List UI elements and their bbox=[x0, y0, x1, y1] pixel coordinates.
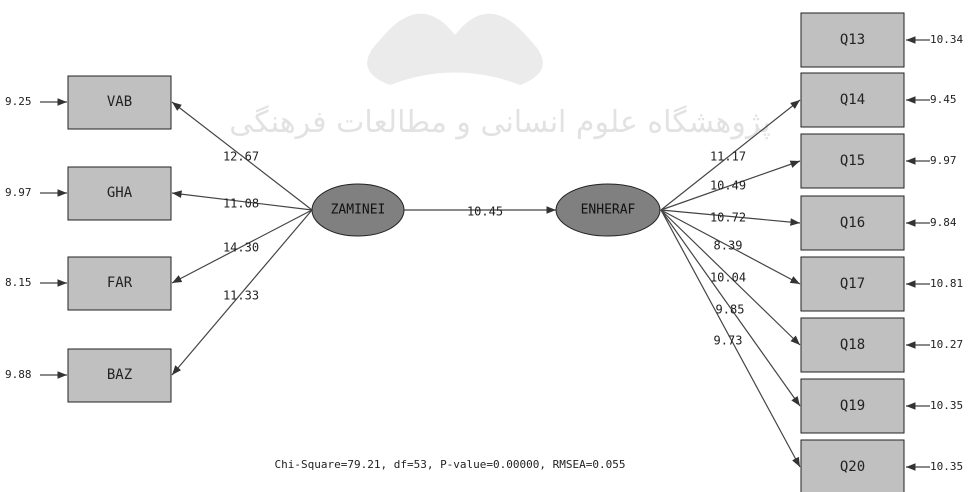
indicator-far bbox=[67, 256, 172, 311]
loading-q18: 10.04 bbox=[710, 271, 746, 285]
error-q19: 10.35 bbox=[930, 399, 963, 412]
indicator-q13-label: Q13 bbox=[840, 32, 865, 48]
indicator-vab-label: VAB bbox=[107, 94, 132, 110]
indicator-q17-label: Q17 bbox=[840, 276, 865, 292]
loading-far: 14.30 bbox=[223, 241, 259, 255]
loading-q14: 11.17 bbox=[710, 150, 746, 164]
indicator-baz bbox=[67, 348, 172, 403]
indicator-baz-label: BAZ bbox=[107, 367, 132, 383]
indicator-q15 bbox=[800, 133, 905, 189]
error-q13: 10.34 bbox=[930, 33, 963, 46]
indicator-q20-label: Q20 bbox=[840, 459, 865, 475]
error-q16: 9.84 bbox=[930, 216, 957, 229]
loading-q19: 9.85 bbox=[716, 303, 745, 317]
loading-vab: 12.67 bbox=[223, 150, 259, 164]
error-baz: 9.88 bbox=[5, 368, 32, 381]
watermark-logo bbox=[367, 13, 543, 85]
latent-zaminei-label: ZAMINEI bbox=[331, 203, 386, 218]
error-vab: 9.25 bbox=[5, 95, 32, 108]
indicator-q18-label: Q18 bbox=[840, 337, 865, 353]
error-q18: 10.27 bbox=[930, 338, 963, 351]
error-q15: 9.97 bbox=[930, 154, 957, 167]
loading-arrow-far bbox=[171, 209, 313, 284]
indicator-q14 bbox=[800, 72, 905, 128]
indicator-q16 bbox=[800, 195, 905, 251]
latent-enheraf bbox=[555, 183, 661, 237]
error-far: 8.15 bbox=[5, 276, 32, 289]
loading-arrow-q17 bbox=[660, 209, 801, 285]
loading-arrow-vab bbox=[171, 101, 313, 211]
loading-q15: 10.49 bbox=[710, 179, 746, 193]
loading-arrow-q14 bbox=[660, 99, 801, 211]
latent-enheraf-label: ENHERAF bbox=[581, 203, 636, 218]
indicator-q18 bbox=[800, 317, 905, 373]
watermark-text: پژوهشگاه علوم انسانی و مطالعات فرهنگی bbox=[229, 105, 771, 140]
loading-q17: 8.39 bbox=[714, 239, 743, 253]
error-q17: 10.81 bbox=[930, 277, 963, 290]
error-q20: 10.35 bbox=[930, 460, 963, 473]
loading-arrow-q18 bbox=[660, 209, 801, 346]
error-q14: 9.45 bbox=[930, 93, 957, 106]
error-gha: 9.97 bbox=[5, 186, 32, 199]
indicator-q15-label: Q15 bbox=[840, 153, 865, 169]
loading-arrow-q15 bbox=[660, 160, 801, 211]
indicator-q20 bbox=[800, 439, 905, 492]
loading-baz: 11.33 bbox=[223, 289, 259, 303]
loading-q16: 10.72 bbox=[710, 211, 746, 225]
indicator-q19-label: Q19 bbox=[840, 398, 865, 414]
latent-zaminei bbox=[311, 183, 405, 237]
loading-arrow-baz bbox=[171, 209, 313, 376]
indicator-q13 bbox=[800, 12, 905, 68]
indicator-q14-label: Q14 bbox=[840, 92, 865, 108]
indicator-far-label: FAR bbox=[107, 275, 133, 291]
structural-path-label: 10.45 bbox=[467, 205, 503, 219]
loading-arrow-q20 bbox=[660, 209, 801, 468]
loading-arrow-q19 bbox=[660, 209, 801, 407]
loading-gha: 11.08 bbox=[223, 197, 259, 211]
fit-statistics: Chi-Square=79.21, df=53, P-value=0.00000… bbox=[274, 458, 626, 471]
indicator-q19 bbox=[800, 378, 905, 434]
loading-arrow-q16 bbox=[660, 209, 801, 226]
indicator-gha bbox=[67, 166, 172, 221]
indicator-q16-label: Q16 bbox=[840, 215, 865, 231]
indicator-vab bbox=[67, 75, 172, 130]
indicator-gha-label: GHA bbox=[107, 185, 133, 201]
indicator-q17 bbox=[800, 256, 905, 312]
loading-arrow-gha bbox=[171, 190, 313, 211]
loading-q20: 9.73 bbox=[714, 334, 743, 348]
